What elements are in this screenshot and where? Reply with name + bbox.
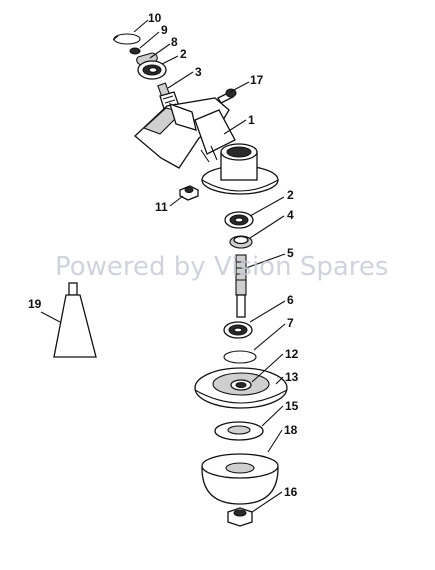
part-16-nut xyxy=(227,507,253,527)
part-19-grease-tube xyxy=(53,282,97,358)
part-9-small-ring xyxy=(129,47,141,55)
callout-10: 10 xyxy=(148,11,162,25)
part-15-thrust-plate xyxy=(214,421,264,441)
leader-lines xyxy=(40,19,286,513)
callout-13: 13 xyxy=(285,370,299,384)
part-12-thrust-washer xyxy=(230,379,252,391)
callout-9: 9 xyxy=(161,23,168,37)
callout-19: 19 xyxy=(28,297,42,311)
watermark-text: Powered by Vision Spares xyxy=(55,252,388,282)
part-4-bevel-gear xyxy=(229,235,253,249)
part-7-circlip xyxy=(223,350,257,364)
callout-8: 8 xyxy=(171,35,178,49)
callout-11: 11 xyxy=(155,200,168,214)
part-11-nut xyxy=(179,185,199,201)
part-1-gear-housing xyxy=(134,97,279,195)
part-2-upper-ball-bearing xyxy=(137,60,167,80)
callout-18: 18 xyxy=(284,423,298,437)
callout-15: 15 xyxy=(285,399,299,413)
callout-2-upper: 2 xyxy=(180,47,187,61)
part-2-lower-ball-bearing xyxy=(224,211,254,229)
callout-2-lower: 2 xyxy=(287,188,294,202)
part-18-guard-cup xyxy=(201,453,279,505)
callout-17: 17 xyxy=(250,73,264,87)
callout-5: 5 xyxy=(287,246,294,260)
callout-12: 12 xyxy=(285,347,299,361)
callout-4: 4 xyxy=(287,208,294,222)
part-17-screw xyxy=(217,88,237,104)
part-10-circlip xyxy=(112,33,141,45)
callout-3: 3 xyxy=(195,65,202,79)
callout-labels: 10 9 8 2 3 17 1 11 2 4 5 19 6 7 12 13 15… xyxy=(28,11,299,499)
part-5-spindle-shaft xyxy=(235,254,247,318)
part-6-ball-bearing xyxy=(223,321,253,339)
callout-7: 7 xyxy=(287,316,294,330)
callout-6: 6 xyxy=(287,293,294,307)
callout-16: 16 xyxy=(284,485,298,499)
callout-1: 1 xyxy=(248,113,255,127)
